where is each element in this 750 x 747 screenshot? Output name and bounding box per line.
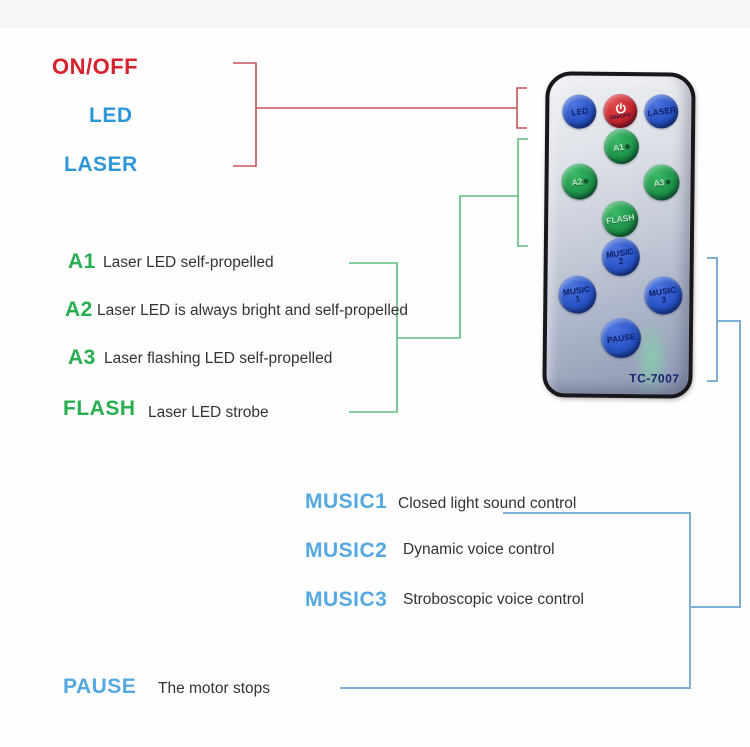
remote-flash-button: FLASH bbox=[601, 200, 639, 238]
desc-music2: Dynamic voice control bbox=[403, 541, 555, 558]
desc-music3: Stroboscopic voice control bbox=[403, 591, 584, 608]
blue-remote-bracket bbox=[707, 257, 718, 382]
label-flash: FLASH bbox=[63, 397, 136, 420]
green-remote-bracket bbox=[517, 138, 528, 247]
label-laser: LASER bbox=[64, 153, 138, 176]
label-a1: A1 bbox=[68, 250, 96, 273]
desc-a1: Laser LED self-propelled bbox=[103, 254, 274, 271]
red-left-bracket bbox=[233, 62, 257, 167]
label-a2: A2 bbox=[65, 298, 93, 321]
remote-a1-button: A1 bbox=[603, 128, 640, 165]
green-middle-line bbox=[397, 195, 518, 339]
remote-model-text: TC-7007 bbox=[629, 371, 680, 386]
blue-down-line bbox=[690, 320, 741, 608]
remote-onoff-button: ON/OFF bbox=[603, 93, 638, 129]
remote-pause-button: PAUSE bbox=[600, 317, 642, 359]
desc-a3: Laser flashing LED self-propelled bbox=[104, 350, 333, 367]
desc-music1: Closed light sound control bbox=[398, 495, 577, 512]
remote-laser-button: LASER bbox=[644, 94, 679, 129]
label-pause: PAUSE bbox=[63, 675, 137, 698]
label-led: LED bbox=[89, 104, 133, 127]
desc-a2: Laser LED is always bright and self-prop… bbox=[97, 302, 409, 319]
label-on-off: ON/OFF bbox=[52, 54, 139, 79]
green-label-bracket bbox=[349, 262, 398, 413]
label-music3: MUSIC3 bbox=[305, 588, 388, 611]
remote-led-button: LED bbox=[562, 94, 597, 129]
desc-pause: The motor stops bbox=[158, 680, 270, 697]
label-music1: MUSIC1 bbox=[305, 490, 388, 513]
remote-a2-button: A2 bbox=[561, 163, 598, 200]
remote-a3-button: A3 bbox=[643, 164, 680, 201]
top-band bbox=[0, 0, 750, 28]
label-music2: MUSIC2 bbox=[305, 539, 388, 562]
red-remote-bracket bbox=[516, 87, 527, 129]
power-icon bbox=[615, 102, 626, 114]
label-a3: A3 bbox=[68, 346, 96, 369]
desc-flash: Laser LED strobe bbox=[148, 404, 269, 421]
